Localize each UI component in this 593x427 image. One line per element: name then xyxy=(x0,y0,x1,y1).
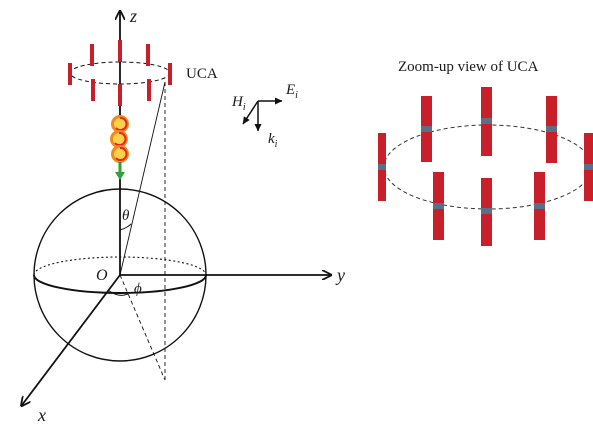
phi-label: ϕ xyxy=(134,281,142,297)
zoom-dipole xyxy=(433,172,444,240)
zoom-dipole xyxy=(584,133,593,201)
uca-dipole xyxy=(68,63,72,85)
h-field-label: Hi xyxy=(231,94,246,113)
x-axis-label: x xyxy=(37,405,46,425)
k-vector-label: ki xyxy=(268,131,278,150)
uca-dipole xyxy=(91,79,95,101)
zoom-dipole xyxy=(546,96,557,163)
theta-label: θ xyxy=(122,208,130,224)
phi-arc xyxy=(107,289,129,296)
wave-ring xyxy=(110,130,128,148)
z-axis-label: z xyxy=(129,6,137,26)
uca-dipole xyxy=(118,84,122,106)
radius-line xyxy=(119,81,166,276)
observation-geometry xyxy=(107,81,166,381)
equator-front xyxy=(33,274,207,294)
origin-label: O xyxy=(96,267,108,284)
uca-dipole xyxy=(146,44,150,66)
zoom-dipole xyxy=(481,178,492,246)
incident-wave xyxy=(110,115,129,180)
zoom-dipole xyxy=(534,172,545,240)
zoom-title: Zoom-up view of UCA xyxy=(398,59,539,75)
e-field-label: Ei xyxy=(285,82,298,101)
h-field-arrow xyxy=(242,100,259,125)
uca-dipole xyxy=(168,63,172,85)
uca-label: UCA xyxy=(186,66,218,82)
phi-projection xyxy=(119,274,166,381)
y-axis-label: y xyxy=(335,265,345,285)
uca-dipole xyxy=(118,40,122,62)
uca-zoom-view xyxy=(378,87,593,246)
polarization-triad xyxy=(242,97,283,132)
uca-dipole xyxy=(90,44,94,66)
zoom-dipole xyxy=(421,96,432,162)
theta-arc xyxy=(119,223,132,231)
wave-ring xyxy=(111,145,129,163)
wave-ring xyxy=(111,115,129,133)
x-axis xyxy=(22,274,121,405)
zoom-dipole xyxy=(481,87,492,156)
uca-dipole xyxy=(147,79,151,101)
uca-array xyxy=(68,40,172,106)
zoom-dipole xyxy=(378,133,386,201)
